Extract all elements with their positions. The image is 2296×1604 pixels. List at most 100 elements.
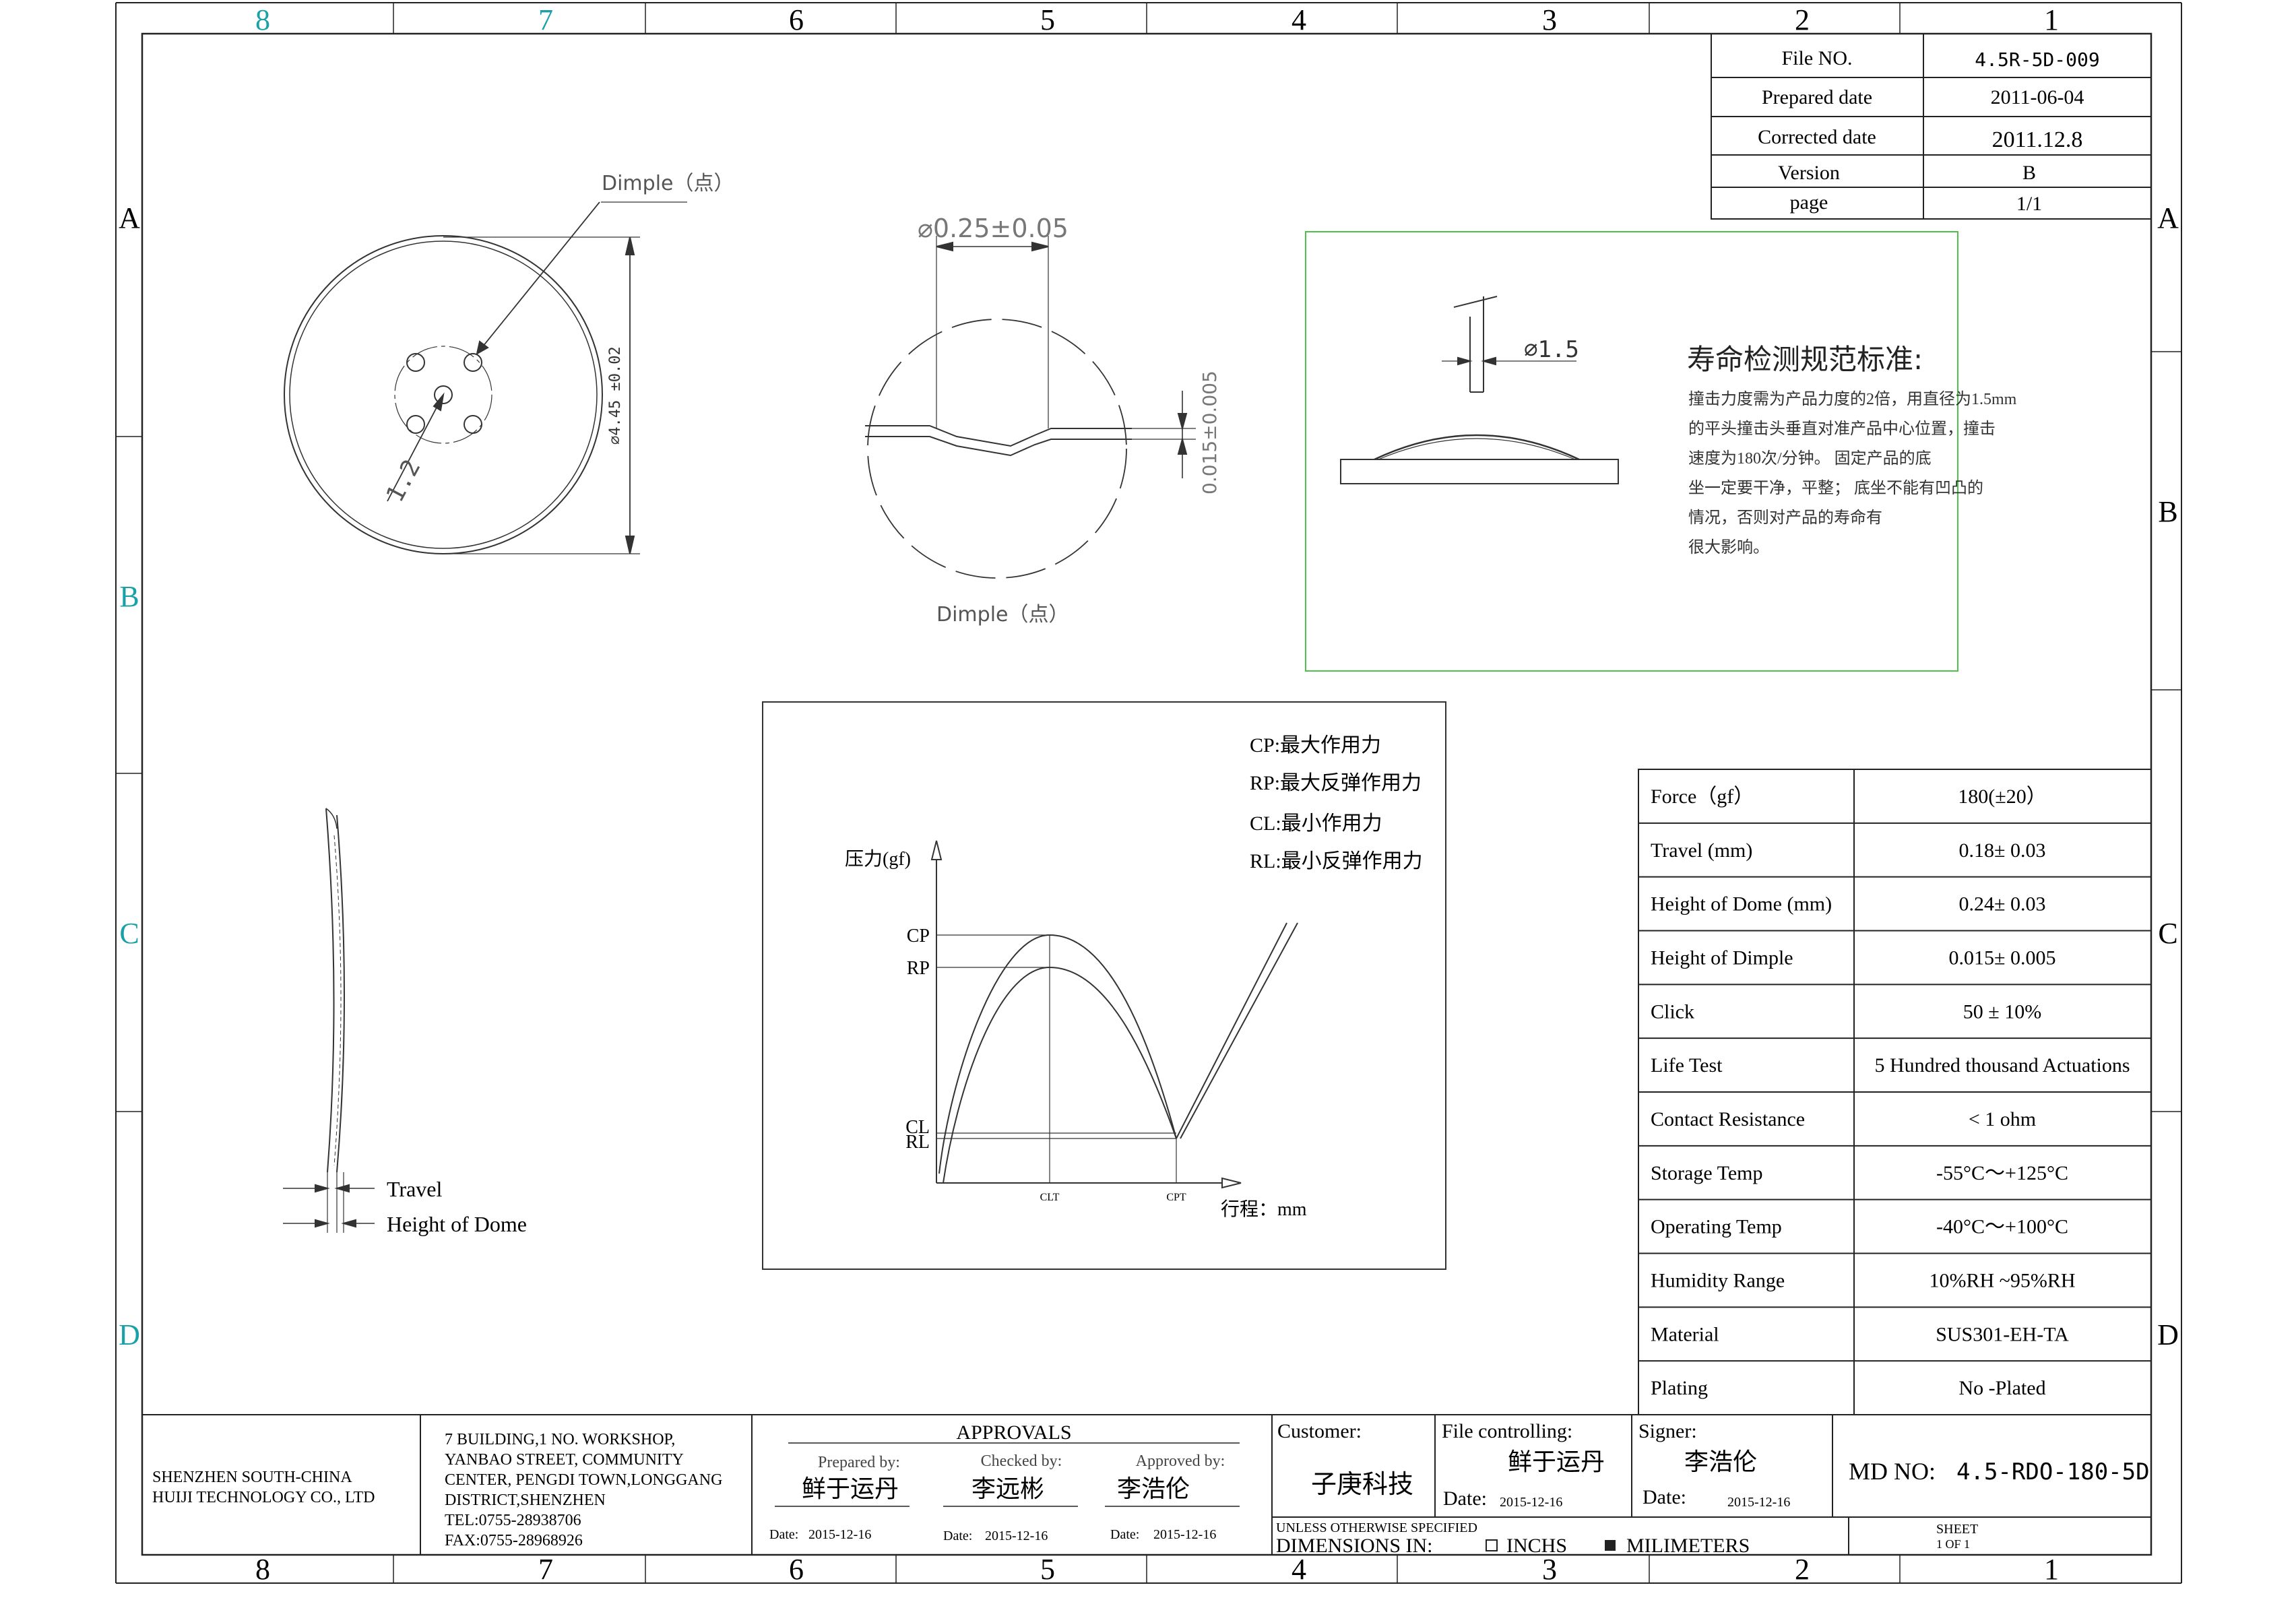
date-label-2: Date:: [943, 1529, 972, 1543]
bottom-col-1: 1: [2044, 1553, 2059, 1586]
spec-value: 50 ± 10%: [1963, 1000, 2041, 1023]
left-row-c: C: [119, 917, 139, 950]
life-test-line-2: 的平头撞击头垂直对准产品中心位置，撞击: [1688, 420, 1996, 438]
date-label-1: Date:: [769, 1527, 798, 1542]
life-test-line-3: 速度为180次/分钟。 固定产品的底: [1688, 449, 1932, 468]
customer-label: Customer:: [1277, 1420, 1362, 1442]
inches-checkbox: [1486, 1539, 1498, 1551]
file-controlling-label: File controlling:: [1442, 1420, 1572, 1442]
dimple-top-right: [464, 353, 482, 372]
title-block: SHENZHEN SOUTH-CHINA HUIJI TECHNOLOGY CO…: [141, 1414, 2152, 1557]
top-col-3: 3: [1542, 3, 1557, 36]
frame-labels: 8 7 6 5 4 3 2 1 8 7 6 5 4 3 2 1 A B C D …: [119, 3, 2179, 1586]
date-value-1: 2015-12-16: [808, 1527, 871, 1542]
dimple-detail-view: [865, 236, 1196, 579]
top-col-2: 2: [1795, 3, 1810, 36]
spec-label: Height of Dome (mm): [1651, 893, 1832, 916]
spec-label: Height of Dimple: [1651, 947, 1793, 969]
corrected-date-value: 2011.12.8: [1992, 127, 2083, 152]
dimple-top-left: [406, 353, 425, 372]
spec-label: Click: [1651, 1000, 1694, 1023]
probe-diameter-dim: ⌀1.5: [1524, 336, 1579, 363]
bottom-col-6: 6: [789, 1553, 804, 1586]
top-view-diameter-dim: ⌀4.45 ±0.02: [607, 346, 624, 445]
detail-width-dim: ⌀0.25±0.05: [918, 214, 1069, 243]
fc-date-value: 2015-12-16: [1500, 1495, 1562, 1510]
height-of-dome-label: Height of Dome: [387, 1212, 527, 1236]
bottom-col-2: 2: [1795, 1553, 1810, 1586]
md-no-value: 4.5-RDO-180-5D: [1956, 1458, 2150, 1485]
test-dome-profile: [1374, 434, 1580, 461]
spec-value: 10%RH ~95%RH: [1929, 1269, 2075, 1291]
spec-label: Storage Temp: [1651, 1162, 1762, 1184]
top-col-4: 4: [1292, 3, 1306, 36]
life-test-line-5: 情况，否则对产品的寿命有: [1688, 509, 1882, 527]
bottom-col-7: 7: [538, 1553, 553, 1586]
date-label-3: Date:: [1110, 1527, 1139, 1542]
spec-value: 0.18± 0.03: [1959, 839, 2046, 862]
customer-name: 子庚科技: [1311, 1469, 1413, 1499]
file-no-label: File NO.: [1782, 47, 1853, 69]
life-test-line-4: 坐一定要干净，平整； 底坐不能有凹凸的: [1688, 479, 1983, 497]
approved-by-label: Approved by:: [1136, 1452, 1225, 1470]
prepared-date-value: 2011-06-04: [1991, 86, 2084, 108]
prepared-by-name: 鲜于运丹: [802, 1475, 899, 1502]
spec-table: Force（gf）180(±20）Travel (mm)0.18± 0.03He…: [1638, 769, 2152, 1415]
dimple-center: [434, 385, 453, 404]
date-value-2: 2015-12-16: [985, 1529, 1048, 1543]
y-tick-cl: CL: [905, 1117, 930, 1138]
file-controlling-name: 鲜于运丹: [1508, 1448, 1605, 1476]
sheet-label: SHEET: [1936, 1522, 1978, 1537]
rp-curve: [943, 966, 1177, 1184]
bottom-col-5: 5: [1040, 1553, 1055, 1586]
spec-label: Material: [1651, 1323, 1719, 1345]
spec-label: Contact Resistance: [1651, 1108, 1805, 1130]
x-tick-cpt: CPT: [1166, 1192, 1186, 1203]
y-tick-rp: RP: [907, 958, 930, 979]
version-label: Version: [1778, 162, 1840, 184]
legend-rp: RP:最大反弹作用力: [1250, 772, 1422, 794]
cp-curve: [938, 934, 1177, 1174]
left-row-b: B: [119, 580, 139, 613]
company-line-1: SHENZHEN SOUTH-CHINA: [152, 1469, 352, 1486]
company-line-2: HUIJI TECHNOLOGY CO., LTD: [152, 1489, 375, 1506]
top-view-dimple-label: Dimple（点）: [602, 172, 734, 195]
bottom-col-3: 3: [1542, 1553, 1557, 1586]
rise-line-1: [1176, 922, 1287, 1139]
spec-value: 180(±20）: [1958, 785, 2046, 808]
millimeters-checkbox: [1605, 1540, 1616, 1551]
dome-top-view: [284, 201, 687, 554]
file-no-value: 4.5R-5D-009: [1975, 49, 2099, 71]
inches-label: INCHS: [1506, 1535, 1567, 1557]
spec-value: 5 Hundred thousand Actuations: [1874, 1054, 2130, 1077]
dome-inner-circle: [289, 240, 598, 549]
md-no-label: MD NO:: [1849, 1458, 1936, 1485]
rise-line-2: [1180, 922, 1298, 1139]
right-row-d: D: [2157, 1318, 2179, 1351]
approved-by-name: 李浩伦: [1117, 1475, 1190, 1502]
dimensions-in: DIMENSIONS IN:: [1276, 1535, 1433, 1557]
spec-value: -40°C～+100°C: [1936, 1216, 2068, 1238]
y-tick-cp: CP: [907, 926, 930, 947]
signer-date-label: Date:: [1643, 1486, 1686, 1508]
dome-side-view: [283, 808, 375, 1233]
spec-value: 0.015± 0.005: [1949, 947, 2056, 969]
spec-label: Travel (mm): [1651, 839, 1752, 862]
spec-value: < 1 ohm: [1969, 1108, 2036, 1130]
approvals-title: APPROVALS: [956, 1421, 1071, 1444]
spec-value: No -Plated: [1958, 1377, 2045, 1399]
prepared-by-label: Prepared by:: [818, 1454, 900, 1471]
spec-label: Life Test: [1651, 1054, 1723, 1077]
unless-otherwise: UNLESS OTHERWISE SPECIFIED: [1276, 1520, 1477, 1535]
address-line-3: CENTER, PENGDI TOWN,LONGGANG: [445, 1471, 722, 1489]
left-row-a: A: [119, 201, 140, 234]
force-curve-diagram: CP:最大作用力 RP:最大反弹作用力 CL:最小作用力 RL:最小反弹作用力: [762, 701, 1446, 1270]
travel-label: Travel: [387, 1177, 442, 1201]
address-line-6: FAX:0755-28968926: [445, 1532, 583, 1549]
spec-label: Plating: [1651, 1377, 1708, 1399]
address-line-2: YANBAO STREET, COMMUNITY: [445, 1451, 684, 1469]
page-label: page: [1790, 191, 1828, 214]
page-value: 1/1: [2016, 193, 2042, 215]
right-row-c: C: [2158, 917, 2177, 950]
